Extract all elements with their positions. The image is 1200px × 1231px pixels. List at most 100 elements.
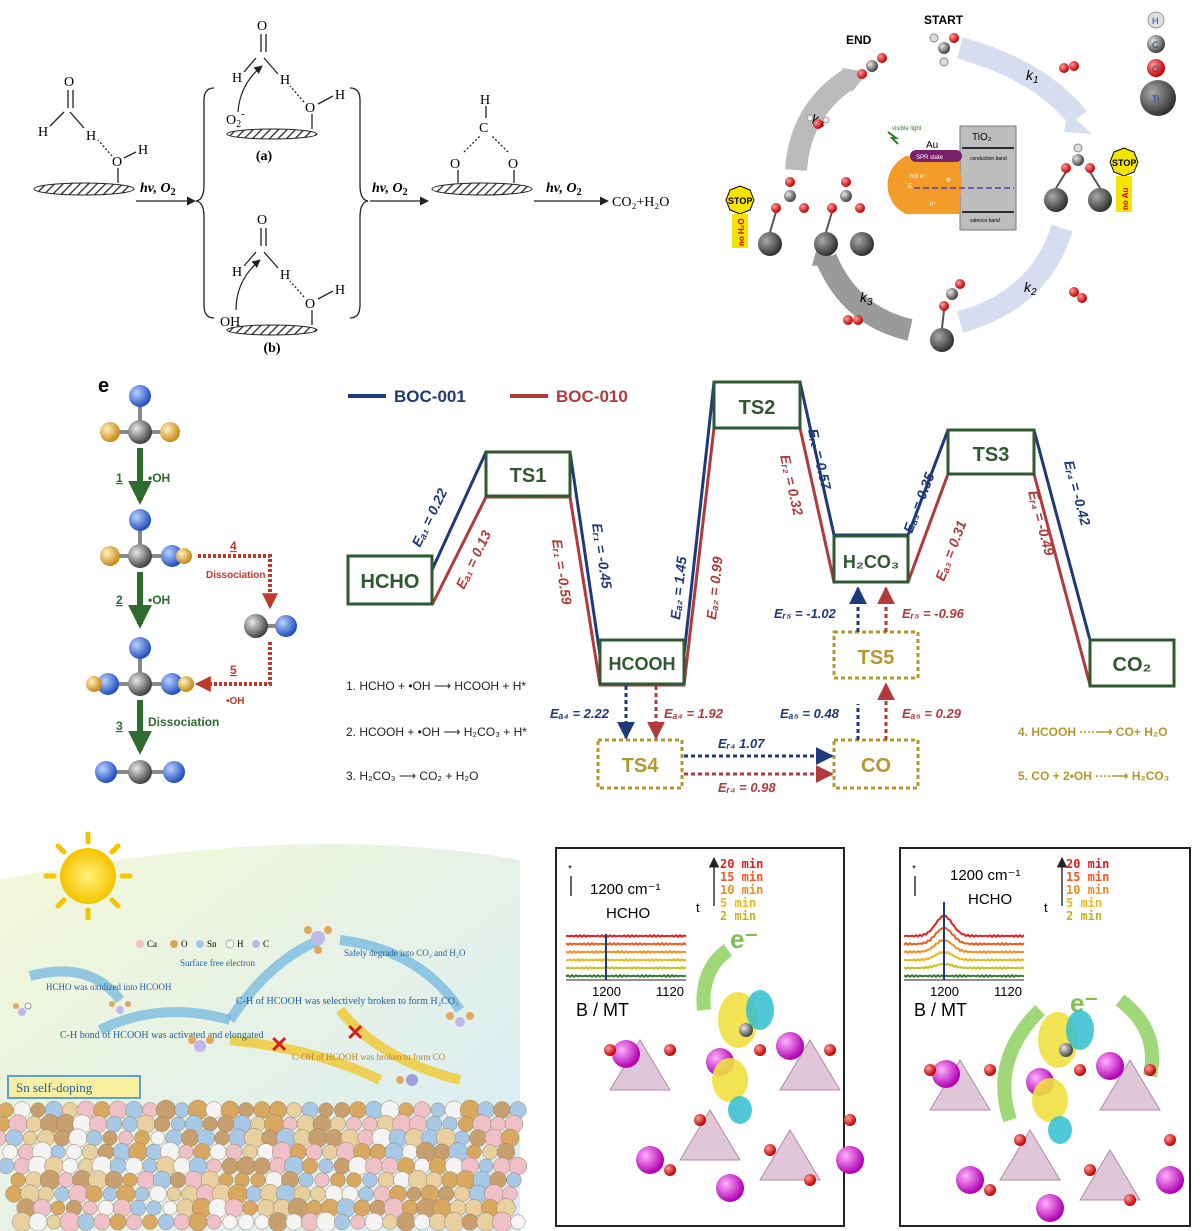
surface-atom: [169, 1171, 187, 1189]
oxygen-atom: [754, 1044, 766, 1056]
atom-label: H: [232, 71, 242, 86]
energy-label: Eᵣ₄ = 0.98: [718, 780, 776, 795]
oxygen-atom: [1084, 1164, 1096, 1176]
metal-atom: [612, 1040, 640, 1068]
oxygen-atom: [1014, 1134, 1026, 1146]
state-label: TS3: [973, 444, 1010, 466]
carbon-atom: [1059, 1043, 1073, 1057]
state-label: CO: [861, 755, 891, 777]
panel-e-energy: BOC-001 BOC-010 HCHO TS1 HCOOH TS2 H₂CO₃…: [346, 380, 1176, 795]
surface-atom: [334, 1102, 350, 1118]
oxygen-atom: [694, 1114, 706, 1126]
star-label: *: [912, 864, 916, 875]
catalyst-surface: [431, 182, 533, 196]
surface-atom: [318, 1158, 334, 1174]
surface-atom: [349, 1101, 367, 1119]
crystal-surface: [0, 1099, 528, 1231]
surface-atom: [358, 1186, 374, 1202]
surface-atom: [382, 1214, 398, 1230]
x-tick: 1200: [930, 984, 959, 999]
process-text-5: C-OH of HCOOH was broken to form CO: [292, 1052, 446, 1062]
spectrum-trace: [903, 914, 1025, 939]
surface-atom: [310, 1186, 326, 1202]
spectrum-trace: [903, 938, 1025, 955]
surface-atom: [484, 1128, 504, 1148]
oxygen-atom: [664, 1044, 676, 1056]
atom-label: H: [280, 268, 290, 283]
surface-atom: [373, 1185, 391, 1203]
surface-atom: [181, 1129, 199, 1147]
metal-atom: [1096, 1052, 1124, 1080]
charge-density: [1066, 1010, 1094, 1050]
energy-label: Eₐ₁ = 0.22: [408, 486, 450, 550]
surface-atom: [153, 1115, 171, 1133]
process-text-2: C-H bond of HCOOH was activated and elon…: [60, 1030, 264, 1041]
state-label: HCHO: [361, 571, 420, 593]
surface-atom: [5, 1129, 23, 1147]
legend-h: H: [1152, 16, 1159, 26]
state-label: HCOOH: [609, 654, 676, 674]
surface-atom: [222, 1214, 238, 1230]
surface-atom: [85, 1129, 103, 1147]
surface-atom: [105, 1171, 123, 1189]
surface-atom: [206, 1214, 222, 1230]
time-label: 20 min: [720, 857, 763, 871]
oh-label: •OH: [148, 593, 170, 607]
hv-label: hv, O2: [372, 181, 408, 198]
energy-label: Eₐ₄ = 2.22: [550, 706, 610, 721]
surface-atom: [348, 1156, 368, 1176]
atom-label: O: [257, 19, 267, 34]
atom-label: O: [112, 155, 122, 170]
spectrum-trace: [903, 962, 1025, 971]
surface-atom: [28, 1212, 48, 1231]
surface-atom: [30, 1102, 46, 1118]
surface-atom: [174, 1102, 190, 1118]
state-box-h2co3: [832, 534, 910, 584]
energy-label: Eₐ₂ = 1.45: [667, 556, 690, 621]
surface-atom: [245, 1185, 263, 1203]
surface-atom: [77, 1213, 95, 1231]
surface-atom: [381, 1157, 399, 1175]
spr-label: SPR state: [916, 155, 944, 161]
legend-c: C: [263, 939, 269, 949]
time-label: 10 min: [1066, 883, 1109, 897]
time-label: 15 min: [1066, 870, 1109, 884]
oxygen-atom: [984, 1184, 996, 1196]
surface-atom: [254, 1214, 270, 1230]
state-label: CO₂: [1113, 654, 1152, 676]
legend-boc-001: BOC-001: [394, 387, 466, 406]
spectrum-trace: [565, 933, 687, 939]
metal-atom: [932, 1060, 960, 1088]
polyhedron: [779, 1039, 841, 1091]
surface-atom: [364, 1100, 384, 1120]
surface-atom: [253, 1101, 271, 1119]
energy-label: Eₐ₂ = 0.99: [703, 556, 726, 621]
surface-atom: [444, 1212, 464, 1231]
polyhedron: [759, 1129, 821, 1181]
spectrum-trace: [565, 957, 687, 963]
step-label: 1: [116, 471, 123, 485]
legend-boc-010: BOC-010: [556, 387, 628, 406]
time-label: 2 min: [1066, 909, 1102, 923]
hv-label: hv, O2: [140, 181, 176, 198]
state-label: TS5: [858, 647, 895, 669]
process-text-3: C-H of HCOOH was selectively broken to f…: [236, 996, 459, 1007]
band-diagram: TiO₂ conduction band valence band SPR st…: [887, 125, 1017, 231]
surface-atom: [406, 1186, 422, 1202]
surface-free-electron-label: Surface free electron: [180, 958, 255, 968]
surface-atom: [150, 1130, 166, 1146]
x-tick: 1200: [592, 984, 621, 999]
spectrum-trace: [903, 926, 1025, 947]
surface-atom: [305, 1143, 323, 1161]
au-label: Au: [926, 140, 938, 151]
star-label: *: [568, 864, 572, 875]
start-label: START: [924, 13, 964, 27]
state-box-co2: [1088, 638, 1176, 688]
surface-atom: [109, 1213, 127, 1231]
dft-structure: [924, 1010, 1184, 1222]
molecule-h2co3: [86, 637, 194, 696]
surface-atom: [178, 1144, 194, 1160]
oxygen-atom: [1124, 1194, 1136, 1206]
surface-atom: [59, 1211, 81, 1231]
